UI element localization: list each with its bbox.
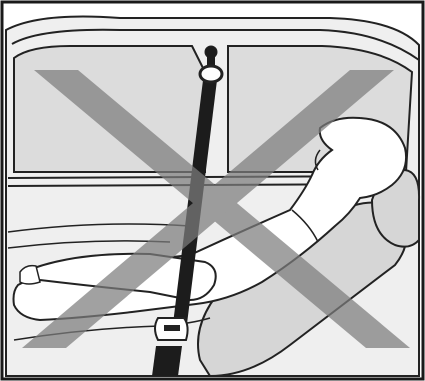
belt-d-ring [200, 66, 222, 82]
buckle-slot [164, 325, 180, 331]
buckle-receiver [152, 346, 182, 376]
occupant-hand [20, 266, 40, 284]
